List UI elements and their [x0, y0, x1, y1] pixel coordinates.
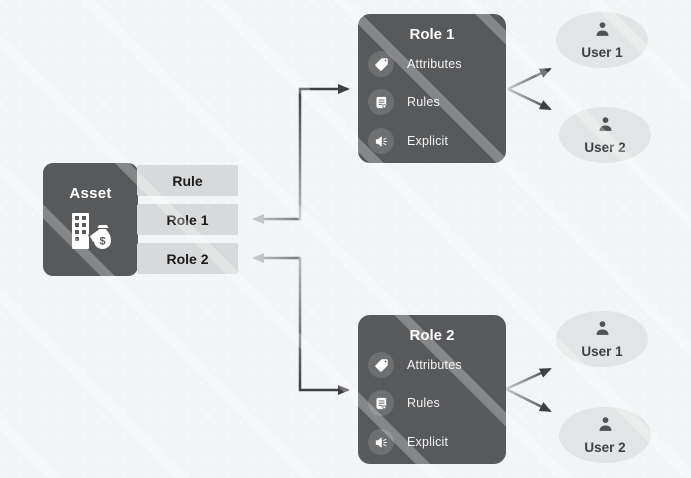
role-item-attributes: Attributes — [368, 352, 462, 378]
user-label: User 2 — [584, 440, 626, 455]
role-2-node: Role 2 Attributes Rules — [358, 315, 506, 464]
svg-text:$: $ — [99, 236, 105, 248]
role-item-rules: Rules — [368, 89, 440, 115]
megaphone-icon — [368, 128, 394, 154]
scroll-icon — [368, 390, 394, 416]
user-label: User 1 — [581, 45, 623, 60]
tag-icon — [368, 51, 394, 77]
role-item-attributes: Attributes — [368, 51, 462, 77]
role-item-label: Explicit — [407, 134, 449, 148]
asset-row-role-1: Role 1 — [137, 204, 238, 235]
tag-icon — [368, 352, 394, 378]
megaphone-icon — [368, 429, 394, 455]
role-title: Role 2 — [409, 327, 455, 344]
person-icon — [593, 319, 612, 343]
asset-label: Asset — [69, 185, 112, 202]
asset-row-role-2: Role 2 — [137, 243, 238, 274]
user-label: User 1 — [581, 344, 623, 359]
role-1-node: Role 1 Attributes Rules — [358, 14, 506, 163]
asset-row-rule: Rule — [137, 165, 238, 196]
user-node: User 2 — [559, 107, 651, 163]
user-node: User 2 — [559, 407, 651, 463]
asset-row-label: Rule — [172, 172, 203, 189]
role-item-label: Rules — [407, 396, 440, 410]
person-icon — [596, 115, 615, 139]
scroll-icon — [368, 89, 394, 115]
person-icon — [593, 20, 612, 44]
role-item-label: Attributes — [407, 57, 462, 71]
role-item-label: Explicit — [407, 435, 449, 449]
role-item-explicit: Explicit — [368, 128, 448, 154]
asset-row-label: Role 2 — [166, 250, 209, 267]
role-item-label: Attributes — [407, 358, 462, 372]
role-item-rules: Rules — [368, 390, 440, 416]
user-node: User 1 — [556, 12, 648, 68]
building-moneybag-icon: $ — [66, 211, 116, 260]
role-item-label: Rules — [407, 95, 440, 109]
user-node: User 1 — [556, 311, 648, 367]
role-title: Role 1 — [409, 26, 455, 43]
role-item-explicit: Explicit — [368, 429, 448, 455]
asset-node: Asset $ — [43, 163, 138, 276]
asset-row-label: Role 1 — [166, 211, 209, 228]
person-icon — [596, 415, 615, 439]
user-label: User 2 — [584, 140, 626, 155]
